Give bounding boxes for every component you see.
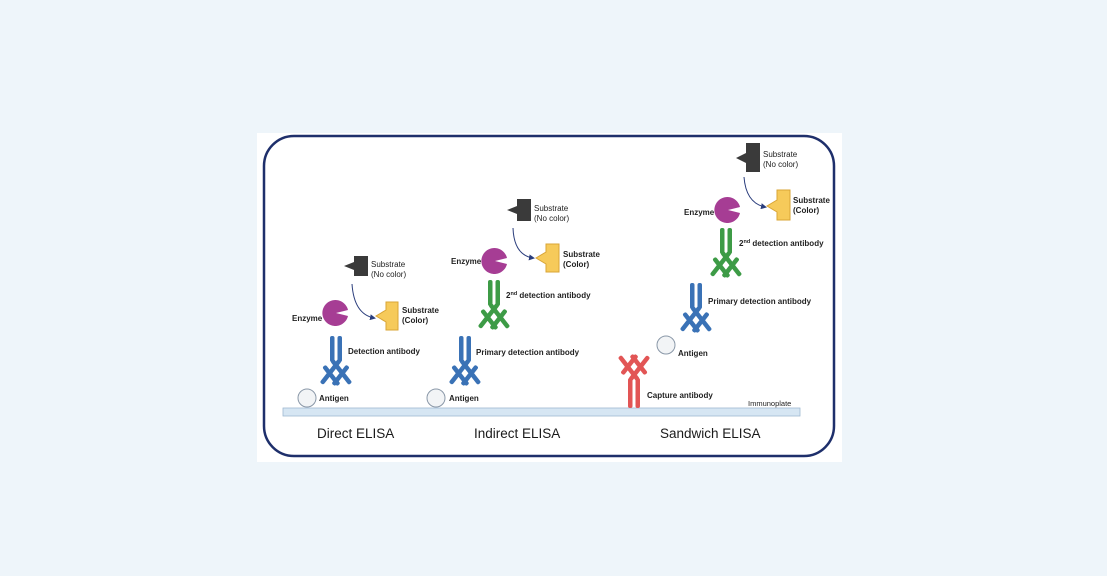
antigen-label: Antigen — [678, 349, 708, 358]
panel-direct-elisa: Antigen Detection antibody Enzyme Substr… — [292, 256, 439, 441]
substrate-no-color-icon — [736, 143, 760, 172]
substrate-color-icon — [535, 243, 560, 273]
reaction-arrow — [512, 227, 535, 261]
antigen-icon — [426, 388, 446, 408]
panel-title: Indirect ELISA — [474, 426, 560, 441]
secondary-antibody-label: 2nd detection antibody — [739, 239, 824, 248]
substrate-no-color-line2: (No color) — [371, 270, 406, 279]
enzyme-icon — [322, 300, 348, 326]
enzyme-label: Enzyme — [684, 208, 715, 217]
substrate-color-line1: Substrate — [402, 306, 439, 315]
substrate-no-color-line2: (No color) — [534, 214, 569, 223]
antigen-label: Antigen — [449, 394, 479, 403]
enzyme-icon — [714, 197, 740, 223]
panel-indirect-elisa: Antigen Primary detection antibody 2nd d… — [426, 199, 600, 441]
substrate-color-line2: (Color) — [563, 260, 590, 269]
immunoplate — [282, 407, 801, 417]
panel-title: Direct ELISA — [317, 426, 394, 441]
substrate-no-color-icon — [344, 256, 368, 276]
substrate-no-color-line1: Substrate — [534, 204, 569, 213]
substrate-color-line2: (Color) — [793, 206, 820, 215]
enzyme-icon — [481, 248, 507, 274]
immunoplate-label: Immunoplate — [748, 399, 791, 408]
substrate-color-line2: (Color) — [402, 316, 429, 325]
substrate-color-line1: Substrate — [793, 196, 830, 205]
substrate-color-line1: Substrate — [563, 250, 600, 259]
antigen-icon — [656, 335, 676, 355]
reaction-arrow — [351, 283, 376, 321]
enzyme-label: Enzyme — [451, 257, 482, 266]
primary-antibody-label: Primary detection antibody — [476, 348, 580, 357]
enzyme-label: Enzyme — [292, 314, 323, 323]
secondary-antibody-label: 2nd detection antibody — [506, 291, 591, 300]
panel-title: Sandwich ELISA — [660, 426, 761, 441]
capture-antibody-icon — [617, 353, 651, 408]
substrate-no-color-line1: Substrate — [763, 150, 798, 159]
antigen-label: Antigen — [319, 394, 349, 403]
panel-sandwich-elisa: Capture antibody Antigen Primary detecti… — [617, 143, 830, 441]
substrate-no-color-line2: (No color) — [763, 160, 798, 169]
substrate-no-color-icon — [507, 199, 531, 221]
primary-antibody-label: Primary detection antibody — [708, 297, 812, 306]
reaction-arrow — [743, 176, 767, 210]
substrate-color-icon — [766, 189, 791, 221]
antigen-icon — [297, 388, 317, 408]
capture-antibody-label: Capture antibody — [647, 391, 713, 400]
substrate-color-icon — [375, 301, 399, 331]
detection-antibody-label: Detection antibody — [348, 347, 421, 356]
diagram-frame — [262, 134, 836, 458]
substrate-no-color-line1: Substrate — [371, 260, 406, 269]
